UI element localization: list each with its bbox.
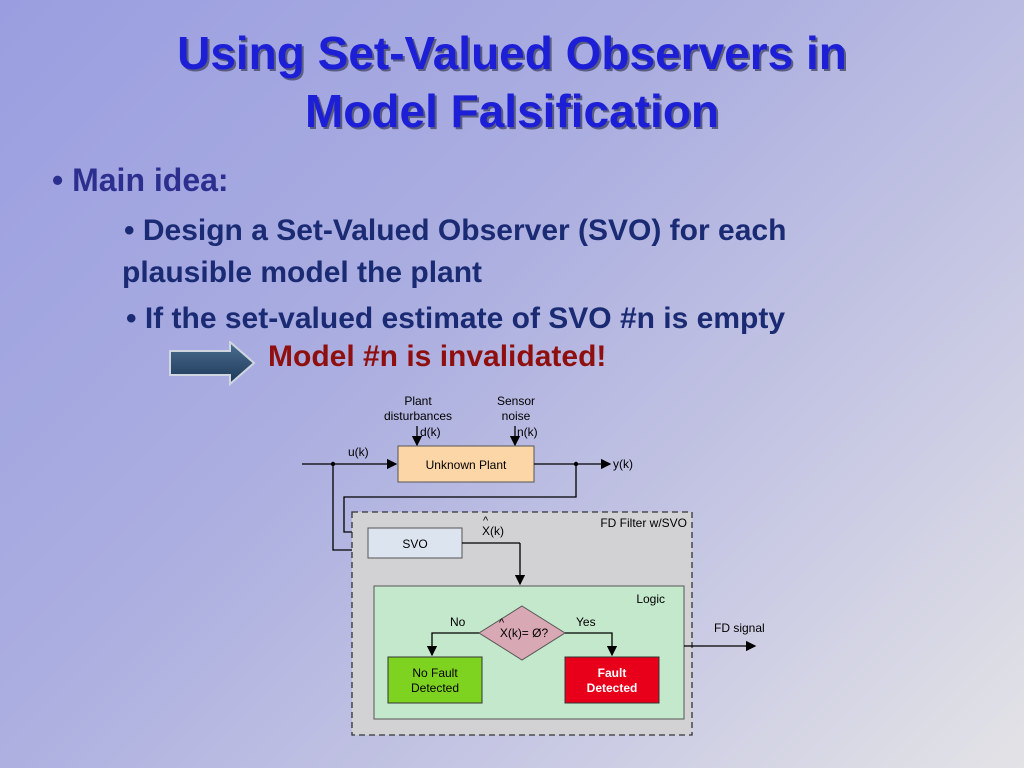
fault-label-1: Fault xyxy=(598,666,627,680)
xhat-hat-mark: ^ xyxy=(483,515,489,527)
fault-label-2: Detected xyxy=(587,681,638,695)
u-label: u(k) xyxy=(348,445,369,459)
decision-label: X(k)= Ø? xyxy=(500,626,549,640)
logic-label: Logic xyxy=(636,592,665,606)
title-line-2: Model Falsification xyxy=(304,85,720,137)
sensor-noise-label-2: noise xyxy=(502,409,531,423)
unknown-plant-block xyxy=(397,445,535,483)
sub-bullet-1-line-2: plausible model the plant xyxy=(122,256,483,289)
y-label: y(k) xyxy=(613,457,633,471)
xhat-label: X(k) xyxy=(482,524,504,538)
decision-hat-mark: ^ xyxy=(499,617,505,629)
fd-filter-label: FD Filter w/SVO xyxy=(600,516,687,530)
n-label: n(k) xyxy=(517,425,538,439)
fd-signal-label: FD signal xyxy=(714,621,765,635)
sub-bullet-empty-estimate: • If the set-valued estimate of SVO #n i… xyxy=(126,302,786,335)
sensor-noise-label-1: Sensor xyxy=(497,394,535,408)
d-label: d(k) xyxy=(420,425,441,439)
unknown-plant-label: Unknown Plant xyxy=(426,458,507,472)
right-arrow-icon xyxy=(169,341,256,387)
plant-disturbances-label-2: disturbances xyxy=(384,409,452,423)
conclusion-text: Model #n is invalidated! xyxy=(268,340,607,373)
no-label: No xyxy=(450,615,466,629)
no-fault-label-1: No Fault xyxy=(412,666,458,680)
sub-bullet-design-svo: • Design a Set-Valued Observer (SVO) for… xyxy=(122,210,787,294)
slide-title: Using Set-Valued Observers in Model Fals… xyxy=(0,24,1024,140)
svo-block xyxy=(367,527,463,559)
bullet-main-idea: • Main idea: xyxy=(52,162,229,198)
fault-detected-block xyxy=(564,656,660,704)
empty-set-decision xyxy=(478,605,566,661)
svo-label: SVO xyxy=(402,537,427,551)
yes-label: Yes xyxy=(576,615,596,629)
plant-disturbances-label-1: Plant xyxy=(404,394,432,408)
sub-bullet-1-line-1: • Design a Set-Valued Observer (SVO) for… xyxy=(124,214,787,247)
title-line-1: Using Set-Valued Observers in xyxy=(177,27,847,79)
no-fault-detected-block xyxy=(387,656,483,704)
no-fault-label-2: Detected xyxy=(411,681,459,695)
fd-block-diagram: Plant disturbances d(k) Sensor noise n(k… xyxy=(302,394,765,736)
